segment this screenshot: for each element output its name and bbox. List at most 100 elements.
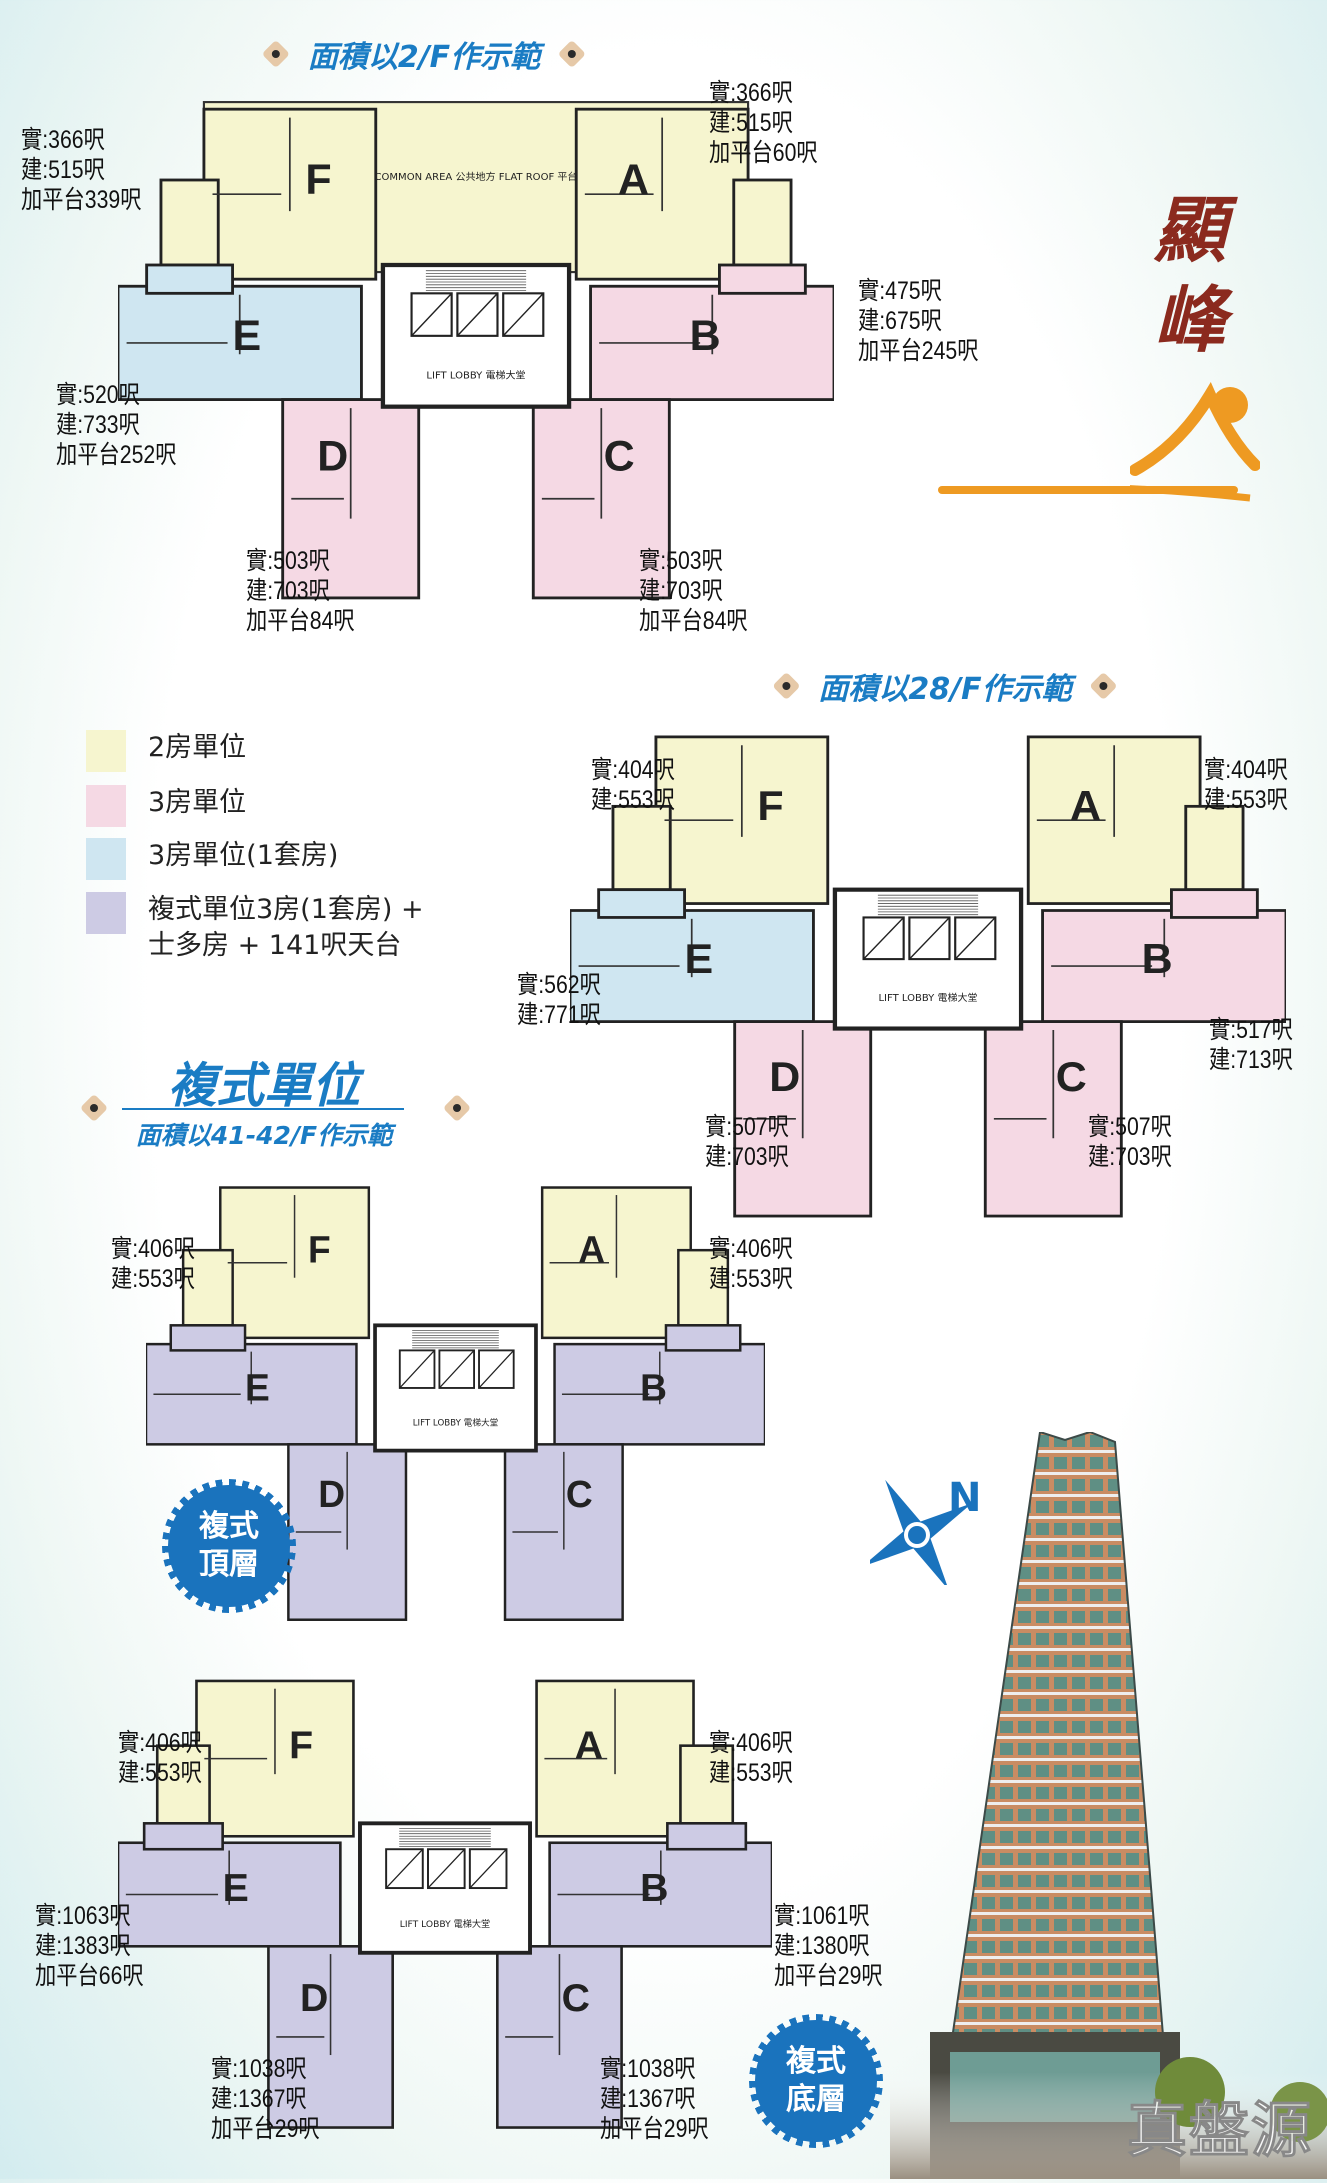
- ornament-icon: [261, 39, 290, 69]
- unit-d: D: [287, 1443, 408, 1621]
- unit-a: A: [1026, 735, 1245, 905]
- legend-label: 複式單位3房(1套房) + 士多房 + 141呎天台: [148, 894, 424, 961]
- unit-d: D: [733, 1020, 873, 1218]
- duplex-lower-badge: 複式底層: [749, 2014, 883, 2148]
- unit-letter: D: [300, 1977, 328, 2020]
- unit-b: B: [548, 1822, 772, 1948]
- area-label-lower-a: 實:406呎建:553呎: [709, 1729, 793, 1787]
- unit-letter: F: [308, 1228, 331, 1270]
- unit-f: F: [159, 107, 378, 281]
- area-label-2f-e: 實:520呎建:733呎加平台252呎: [56, 381, 177, 469]
- lift-core: LIFT LOBBY 電梯大堂: [380, 262, 572, 409]
- unit-letter: A: [1070, 783, 1101, 829]
- lift-lobby-label: LIFT LOBBY 電梯大堂: [400, 1918, 490, 1930]
- ornament-icon: [558, 39, 587, 69]
- legend-swatch: [86, 785, 126, 827]
- area-label-lower-c: 實:1038呎建:1367呎加平台29呎: [600, 2055, 709, 2143]
- area-label-2f-a: 實:366呎建:515呎加平台60呎: [709, 79, 818, 167]
- unit-f: F: [611, 735, 830, 905]
- plan-28f-title: 面積以28/F作示範: [772, 664, 1118, 708]
- unit-letter: C: [562, 1977, 590, 2020]
- area-label-28f-a: 實:404呎建:553呎: [1204, 756, 1288, 814]
- unit-letter: E: [685, 936, 714, 982]
- unit-c: C: [496, 1945, 623, 2129]
- unit-c: C: [983, 1020, 1123, 1218]
- duplex-subtitle: 面積以41-42/F作示範: [135, 1121, 393, 1150]
- duplex-heading: 複式單位: [167, 1058, 361, 1114]
- unit-a: A: [540, 1186, 730, 1340]
- ornament-icon: [79, 1093, 109, 1123]
- legend-item-duplex: 複式單位3房(1套房) + 士多房 + 141呎天台: [86, 892, 424, 964]
- ornament-icon: [442, 1093, 472, 1123]
- floor-plan-duplex-lower: F A E B D C LIFT LOBBY 電梯大堂: [118, 1668, 772, 2134]
- unit-e: E: [146, 1324, 358, 1446]
- area-label-28f-e: 實:562呎建:771呎: [517, 971, 601, 1029]
- unit-letter: A: [578, 1228, 605, 1270]
- area-label-2f-c: 實:503呎建:703呎加平台84呎: [639, 547, 748, 635]
- area-label-28f-d: 實:507呎建:703呎: [705, 1113, 789, 1171]
- unit-letter: C: [566, 1473, 593, 1515]
- area-label-2f-d: 實:503呎建:703呎加平台84呎: [246, 547, 355, 635]
- unit-f: F: [181, 1186, 371, 1340]
- unit-a: A: [535, 1679, 735, 1838]
- unit-c: C: [531, 398, 671, 600]
- duplex-divider: [122, 1108, 404, 1110]
- plan-28f-title-text: 面積以28/F作示範: [818, 672, 1072, 707]
- lift-core: LIFT LOBBY 電梯大堂: [373, 1323, 538, 1453]
- unit-letter: B: [640, 1867, 668, 1910]
- unit-letter: C: [1056, 1054, 1087, 1100]
- legend-swatch: [86, 892, 126, 934]
- unit-letter: B: [690, 312, 721, 360]
- ornament-icon: [772, 671, 801, 701]
- unit-b: B: [589, 263, 834, 401]
- unit-letter: F: [305, 156, 331, 204]
- compass-north-label: N: [948, 1475, 982, 1521]
- unit-letter: D: [317, 433, 348, 481]
- compass-icon: N: [861, 1475, 982, 1591]
- legend-label: 3房單位: [148, 787, 247, 818]
- legend-item-three-bed: 3房單位: [86, 785, 246, 827]
- svg-text:峰: 峰: [1154, 277, 1234, 362]
- unit-d: D: [267, 1945, 394, 2129]
- ornament-icon: [1089, 671, 1118, 701]
- unit-letter: B: [1142, 936, 1173, 982]
- unit-letter: F: [289, 1725, 313, 1768]
- unit-letter: B: [640, 1366, 667, 1408]
- unit-f: F: [155, 1679, 355, 1838]
- unit-c: C: [503, 1443, 624, 1621]
- unit-letter: F: [757, 783, 783, 829]
- area-label-2f-f: 實:366呎建:515呎加平台339呎: [21, 126, 142, 214]
- unit-letter: A: [618, 156, 649, 204]
- watermark: 真盤源: [1127, 2096, 1313, 2167]
- unit-e: E: [570, 888, 815, 1023]
- duplex-upper-badge: 複式頂層: [162, 1479, 296, 1613]
- area-label-lower-e: 實:1063呎建:1383呎加平台66呎: [35, 1902, 144, 1990]
- unit-letter: D: [318, 1473, 345, 1515]
- unit-b: B: [1041, 888, 1286, 1023]
- logo-underline: [938, 486, 1238, 494]
- lift-core: LIFT LOBBY 電梯大堂: [832, 887, 1024, 1031]
- plan-2f-title-text: 面積以2/F作示範: [307, 40, 541, 75]
- area-label-lower-d: 實:1038呎建:1367呎加平台29呎: [211, 2055, 320, 2143]
- unit-letter: E: [245, 1366, 270, 1408]
- building-photo: 真盤源: [890, 1430, 1327, 2179]
- svg-text:顯: 顯: [1153, 187, 1238, 272]
- area-label-upper-f: 實:406呎建:553呎: [111, 1235, 195, 1293]
- area-label-lower-f: 實:406呎建:553呎: [118, 1729, 202, 1787]
- lift-lobby-label: LIFT LOBBY 電梯大堂: [878, 991, 977, 1004]
- legend-item-two-bed: 2房單位: [86, 730, 246, 772]
- unit-letter: A: [575, 1725, 603, 1768]
- lift-lobby-label: LIFT LOBBY 電梯大堂: [426, 368, 525, 381]
- unit-d: D: [281, 398, 421, 600]
- logo: 顯 峰: [939, 180, 1261, 510]
- area-label-2f-b: 實:475呎建:675呎加平台245呎: [858, 277, 979, 365]
- floor-plan-28f: F A E B D C LIFT LOBBY 電梯大堂: [570, 723, 1286, 1223]
- area-label-lower-b: 實:1061呎建:1380呎加平台29呎: [774, 1902, 883, 1990]
- unit-letter: E: [233, 312, 262, 360]
- floor-plan-duplex-upper: F A E B D C LIFT LOBBY 電梯大堂: [146, 1175, 765, 1626]
- common-area-label: COMMON AREA 公共地方 FLAT ROOF 平台: [375, 170, 578, 183]
- legend-label: 2房單位: [148, 732, 247, 763]
- unit-letter: E: [223, 1867, 249, 1910]
- area-label-28f-f: 實:404呎建:553呎: [591, 756, 675, 814]
- unit-a: A: [574, 107, 793, 281]
